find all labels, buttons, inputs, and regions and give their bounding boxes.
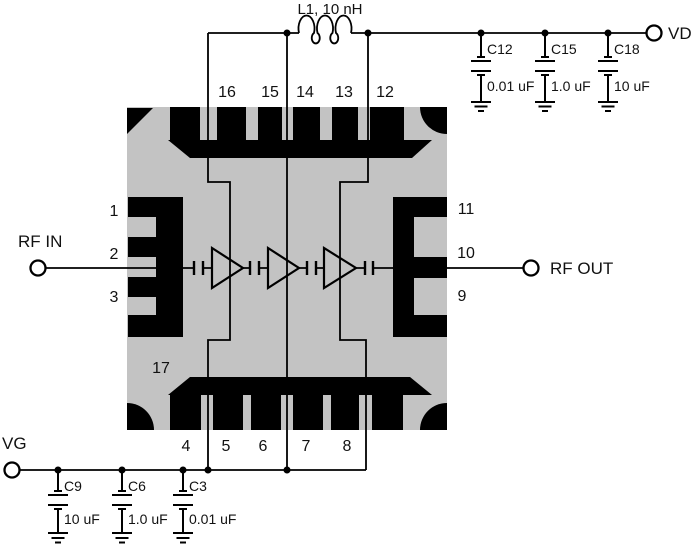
- pin-label-9: 9: [458, 288, 467, 305]
- junction-dot: [283, 466, 291, 474]
- dc-block-cap-1: [192, 261, 205, 275]
- pin-label-11: 11: [458, 201, 475, 218]
- pin-label-4: 4: [182, 438, 191, 455]
- corner-mark-bottom-left: [127, 403, 154, 430]
- cap-ref-c12: C12: [487, 41, 513, 57]
- pin-label-5: 5: [222, 438, 231, 455]
- capacitor-c12: [471, 33, 491, 102]
- dc-block-cap-2: [248, 261, 261, 275]
- pin-label-15: 15: [261, 84, 279, 101]
- capacitor-c9: [48, 470, 68, 533]
- junction-dot: [477, 29, 485, 37]
- top-pad-tooth: [293, 107, 320, 141]
- pin-label-2: 2: [110, 246, 119, 263]
- top-pad-tooth: [170, 107, 200, 141]
- pin-label-17: 17: [152, 360, 170, 377]
- dc-block-cap-3: [305, 261, 318, 275]
- pin-label-10: 10: [457, 245, 475, 262]
- ground-symbol: [112, 532, 132, 544]
- junction-dot: [364, 29, 372, 37]
- corner-mark-bottom-right: [420, 403, 447, 430]
- pin-label-6: 6: [259, 438, 268, 455]
- bottom-pad-tooth: [372, 395, 403, 430]
- terminals: [3, 24, 663, 479]
- ground-symbol: [173, 532, 193, 544]
- cap-ref-c3: C3: [189, 478, 207, 494]
- top-pad-tooth: [217, 107, 246, 141]
- pin-label-16: 16: [218, 84, 236, 101]
- corner-mark-top-left: [127, 108, 153, 134]
- ground-symbol: [598, 101, 618, 112]
- pin-label-14: 14: [296, 84, 314, 101]
- pin-label-8: 8: [343, 438, 352, 455]
- inductor-label: L1, 10 nH: [297, 1, 362, 18]
- cap-value-c6: 1.0 uF: [128, 511, 168, 527]
- capacitor-c15: [535, 33, 555, 102]
- junction-dot: [604, 29, 612, 37]
- cap-ref-c6: C6: [128, 478, 146, 494]
- vg-label: VG: [2, 434, 27, 453]
- cap-value-c12: 0.01 uF: [487, 78, 534, 94]
- junction-dot: [118, 466, 126, 474]
- top-pad-bar: [168, 140, 432, 158]
- junction-dot: [541, 29, 549, 37]
- cap-value-c18: 10 uF: [614, 78, 650, 94]
- vg-bypass-caps: [48, 470, 193, 544]
- cap-ref-c18: C18: [614, 41, 640, 57]
- rf-in-terminal: [29, 259, 47, 277]
- top-pad-tooth: [332, 107, 358, 141]
- junction-dot: [179, 466, 187, 474]
- ground-symbol: [48, 532, 68, 544]
- cap-value-c3: 0.01 uF: [189, 511, 236, 527]
- bias-feed-left: [207, 33, 231, 470]
- rf-out-label: RF OUT: [550, 259, 613, 278]
- bottom-pad-tooth: [213, 395, 243, 430]
- pin-label-13: 13: [335, 84, 353, 101]
- bottom-pad-tooth: [251, 395, 281, 430]
- bottom-pad-tooth: [170, 395, 201, 430]
- junction-dot: [283, 29, 291, 37]
- cap-ref-c15: C15: [551, 41, 577, 57]
- top-pad-comb: [168, 107, 432, 158]
- capacitor-c18: [598, 33, 618, 102]
- inductor-coil: [297, 14, 353, 45]
- rf-in-pad: [128, 197, 183, 337]
- cap-value-c9: 10 uF: [64, 511, 100, 527]
- rf-out-pad: [393, 197, 447, 337]
- vd-label: VD: [668, 24, 692, 43]
- ground-symbol: [535, 101, 555, 112]
- junction-dot: [54, 466, 62, 474]
- rf-in-label: RF IN: [18, 232, 62, 251]
- pin-label-3: 3: [110, 289, 119, 306]
- corner-mark-top-right: [420, 107, 447, 134]
- vd-terminal: [645, 24, 663, 42]
- pin-label-12: 12: [376, 84, 394, 101]
- dc-block-capacitors: [192, 261, 375, 275]
- junction-dot: [204, 466, 212, 474]
- pin-label-7: 7: [302, 438, 311, 455]
- rf-out-terminal: [522, 259, 540, 277]
- pin-label-1: 1: [110, 203, 119, 220]
- top-pad-tooth: [370, 107, 404, 141]
- capacitor-c3: [173, 470, 193, 533]
- bottom-pad-tooth: [293, 395, 323, 430]
- bias-feed-right: [339, 33, 369, 470]
- ground-symbol: [471, 101, 491, 112]
- bottom-pad-tooth: [331, 395, 359, 430]
- vg-terminal: [3, 461, 21, 479]
- cap-ref-c9: C9: [64, 478, 82, 494]
- top-pad-tooth: [258, 107, 282, 141]
- junction-dots: [54, 29, 612, 474]
- cap-value-c15: 1.0 uF: [551, 78, 591, 94]
- dc-block-cap-4: [363, 261, 375, 275]
- vd-bypass-caps: [471, 33, 618, 112]
- capacitor-c6: [112, 470, 132, 533]
